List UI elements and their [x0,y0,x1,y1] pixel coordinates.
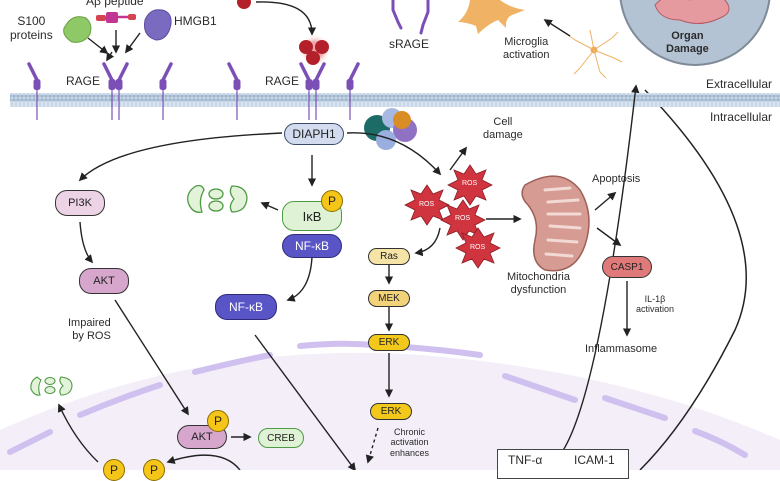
age-ligand-icon [237,0,331,66]
ros-label: ROS [419,201,435,208]
ros-burst [440,199,486,241]
mitochondrion-icon [521,175,590,272]
rage-receptor [312,62,326,120]
pi3k-label: PI3K [68,197,92,209]
rage-receptors [27,0,430,120]
resting-microglia-icon [567,29,623,79]
cytokine-box: TNF-α ICAM-1 [497,449,629,479]
apoptosis-label: Apoptosis [592,173,641,185]
erk-nuclear-node: ERK [370,403,412,420]
ras-node: Ras [368,248,410,265]
hmgb1-label: HMGB1 [174,14,217,28]
akt-node: AKT [79,268,129,294]
nfkb-bound-label: NF-κB [295,239,329,253]
ros-label: ROS [470,244,486,251]
ikb-label: IκB [302,208,322,224]
phospho-badge: P [103,459,125,481]
rage-receptor [102,62,116,120]
srage [391,0,430,35]
extracellular-label: Extracellular [705,77,772,91]
erk-node: ERK [368,334,410,351]
erk-nuclear-label: ERK [380,406,402,417]
microglia-activation-label: Microglia activation [503,36,550,61]
cell-damage-label: Cell damage [483,116,523,141]
nadph-oxidase-icon [364,108,417,150]
ros-burst [455,227,501,269]
casp1-label: CASP1 [610,261,644,273]
plasma-membrane [10,93,780,107]
phospho-badge: P [321,190,343,212]
abeta-label: Aβ peptide [86,0,144,8]
degraded-ikb-nuclear-icon [30,376,73,396]
creb-node: CREB [258,428,304,448]
cell-boundary [639,89,747,470]
s100-label: S100 proteins [10,14,53,42]
organ-icon [654,0,730,24]
degraded-ikb-icon [187,184,248,213]
rage-receptor [159,62,173,120]
hmgb1-icon [144,9,172,41]
srage-label: sRAGE [389,37,430,51]
rage-receptor [115,62,129,120]
akt-nuclear-label: AKT [191,431,213,443]
erk-label: ERK [378,337,400,348]
ros-label: ROS [462,180,478,187]
ros-burst [447,164,493,206]
diaph1-label: DIAPH1 [292,127,336,141]
rage-label-center: RAGE [265,74,300,88]
cytokine-icam-1: ICAM-1 [574,453,615,467]
chronic-activation-label: Chronic activation enhances [390,427,430,458]
rage-label-left: RAGE [66,74,101,88]
casp1-node: CASP1 [602,256,652,278]
pathway-arrows [57,1,640,470]
pi3k-node: PI3K [55,190,105,216]
rage-receptor [346,62,360,120]
ros-burst [404,184,450,226]
ros-bursts [404,164,501,269]
rage-pathway-diagram [0,0,780,470]
cytokine-tnf-alpha: TNF-α [508,453,543,467]
diaph1-node: DIAPH1 [284,123,344,145]
nfkb-bound-node: NF-κB [282,234,342,258]
ras-label: Ras [380,251,398,262]
activated-microglia-icon [458,0,525,34]
s100-protein-icon [63,16,92,43]
phospho-badge: P [143,459,165,481]
organ-damage-label: Organ Damage [666,30,709,55]
il1b-activation-label: IL-1β activation [636,294,675,315]
rage-receptor [227,62,241,120]
mitochondria-dysfunction-label: Mitochondria dysfunction [507,271,570,296]
nfkb-free-node: NF-κB [215,294,277,320]
organ-damage-circle [619,0,771,66]
nfkb-free-label: NF-κB [229,300,263,314]
phospho-badge: P [207,410,229,432]
mek-node: MEK [368,290,410,307]
impaired-by-ros-label: Impaired by ROS [68,317,111,342]
creb-label: CREB [267,432,295,444]
mek-label: MEK [378,293,400,304]
abeta-peptide-icon [96,12,136,23]
rage-receptor [27,62,41,120]
ros-label: ROS [455,215,471,222]
akt-label: AKT [93,275,115,287]
intracellular-label: Intracellular [709,110,772,124]
akt-nuclear-node: AKT [177,425,227,449]
rage-receptor [299,62,313,120]
inflammasome-label: Inflammasome [585,343,658,355]
